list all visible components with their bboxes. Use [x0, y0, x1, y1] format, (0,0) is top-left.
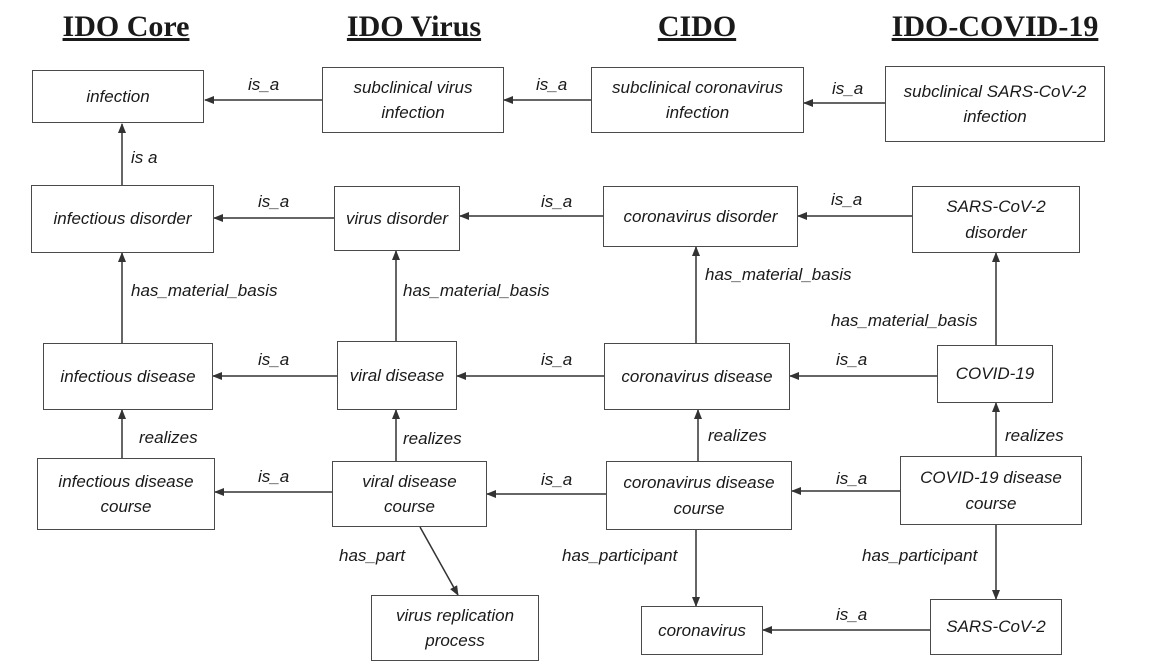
edge-label-is-a: is_a: [258, 192, 290, 211]
node-viral-disease-course[interactable]: viral disease course: [332, 461, 487, 527]
node-sarscov2-disorder[interactable]: SARS-CoV-2 disorder: [912, 186, 1080, 253]
edge-label-realizes: realizes: [403, 429, 462, 448]
edge-label-is-a-space: is a: [131, 148, 158, 167]
node-label: subclinical coronavirus infection: [611, 77, 784, 123]
edge-label-is-a: is_a: [836, 605, 868, 624]
edge-label-has-material-basis: has_material_basis: [131, 281, 278, 300]
node-label: subclinical virus infection: [353, 77, 473, 123]
edge-label-has-participant: has_participant: [562, 546, 678, 565]
node-sarscov2[interactable]: SARS-CoV-2: [930, 599, 1062, 655]
edge-label-is-a: is_a: [541, 192, 573, 211]
edge-label-is-a: is_a: [541, 350, 573, 369]
edge-label-is-a: is_a: [541, 470, 573, 489]
edge-label-is-a: is_a: [832, 79, 864, 98]
node-coronavirus-disorder[interactable]: coronavirus disorder: [603, 186, 798, 247]
node-infectious-disorder[interactable]: infectious disorder: [31, 185, 214, 253]
edge-label-realizes: realizes: [139, 428, 198, 447]
edge-label-realizes: realizes: [1005, 426, 1064, 445]
edge-label-is-a: is_a: [258, 467, 290, 486]
node-covid19[interactable]: COVID-19: [937, 345, 1053, 403]
node-label: virus disorder: [345, 208, 449, 228]
edge-label-realizes: realizes: [708, 426, 767, 445]
column-header-ido-core: IDO Core: [62, 10, 190, 43]
edge-label-is-a: is_a: [836, 350, 868, 369]
node-label: coronavirus: [658, 620, 746, 640]
node-label: infectious disorder: [53, 209, 192, 229]
node-coronavirus-disease-course[interactable]: coronavirus disease course: [606, 461, 792, 530]
node-viral-disease[interactable]: viral disease: [337, 341, 457, 410]
node-label: infectious disease: [60, 366, 196, 386]
edge-label-is-a: is_a: [536, 75, 568, 94]
edge-label-is-a: is_a: [248, 75, 280, 94]
edge-label-is-a: is_a: [258, 350, 290, 369]
node-label: coronavirus disease course: [623, 473, 775, 518]
edge-label-has-part: has_part: [339, 546, 406, 565]
node-virus-disorder[interactable]: virus disorder: [334, 186, 460, 251]
node-label: infectious disease course: [58, 471, 194, 517]
node-label: coronavirus disease: [621, 366, 773, 386]
node-infectious-disease-course[interactable]: infectious disease course: [37, 458, 215, 530]
node-coronavirus-disease[interactable]: coronavirus disease: [604, 343, 790, 410]
node-label: SARS-CoV-2: [946, 617, 1046, 637]
node-covid19-disease-course[interactable]: COVID-19 disease course: [900, 456, 1082, 525]
node-subclinical-coronavirus-infection[interactable]: subclinical coronavirus infection: [591, 67, 804, 133]
node-infectious-disease[interactable]: infectious disease: [43, 343, 213, 410]
edge-label-has-material-basis: has_material_basis: [705, 265, 852, 284]
edge-label-has-material-basis: has_material_basis: [403, 281, 550, 300]
node-label: COVID-19: [955, 364, 1035, 384]
column-header-ido-covid-19: IDO-COVID-19: [891, 10, 1099, 43]
node-coronavirus[interactable]: coronavirus: [641, 606, 763, 655]
edge-label-is-a: is_a: [831, 190, 863, 209]
edge-label-has-material-basis: has_material_basis: [831, 311, 978, 330]
edge-viral-course-has-part-replication: [419, 526, 459, 596]
node-virus-replication-process[interactable]: virus replication process: [371, 595, 539, 661]
node-label: subclinical SARS-CoV-2 infection: [903, 81, 1087, 127]
node-subclinical-virus-infection[interactable]: subclinical virus infection: [322, 67, 504, 133]
node-label: viral disease: [349, 365, 445, 385]
node-label: infection: [86, 86, 150, 106]
node-infection[interactable]: infection: [32, 70, 204, 123]
column-header-ido-virus: IDO Virus: [346, 10, 482, 43]
node-label: virus replication process: [395, 605, 515, 651]
node-label: coronavirus disorder: [623, 206, 778, 226]
node-label: COVID-19 disease course: [920, 468, 1062, 513]
node-label: SARS-CoV-2 disorder: [946, 197, 1046, 242]
column-header-cido: CIDO: [657, 10, 737, 43]
edge-label-has-participant: has_participant: [862, 546, 978, 565]
node-label: viral disease course: [362, 471, 457, 517]
node-subclinical-sarscov2-infection[interactable]: subclinical SARS-CoV-2 infection: [885, 66, 1105, 142]
edge-label-is-a: is_a: [836, 469, 868, 488]
